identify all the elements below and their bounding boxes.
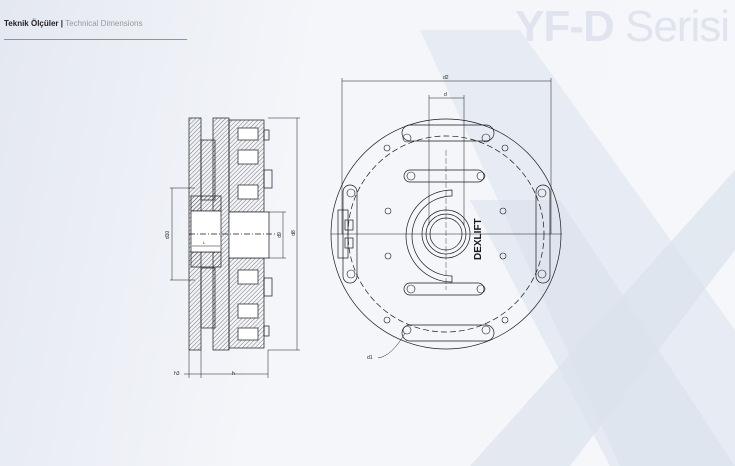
section-title: Teknik Ölçüler | Technical Dimensions — [4, 19, 143, 28]
series-title: YF-D Serisi — [515, 2, 730, 51]
front-dimension-lines — [341, 78, 552, 359]
dim-d2: d2 — [443, 75, 449, 81]
dim-h3: h3 — [174, 371, 180, 377]
dim-d8: d8 — [290, 230, 297, 236]
dim-d9: d9 — [276, 232, 283, 238]
side-section-view — [188, 117, 275, 351]
dim-l: L — [203, 240, 206, 245]
front-view — [330, 118, 562, 350]
title-underline — [4, 39, 187, 40]
brand-logo: DEXLIFT — [473, 218, 484, 260]
side-dimension-lines — [170, 117, 300, 378]
dim-d: d — [444, 92, 447, 98]
dim-h: h — [232, 371, 235, 377]
dim-d10: d10 — [165, 230, 172, 240]
dim-d1: d1 — [367, 355, 373, 361]
